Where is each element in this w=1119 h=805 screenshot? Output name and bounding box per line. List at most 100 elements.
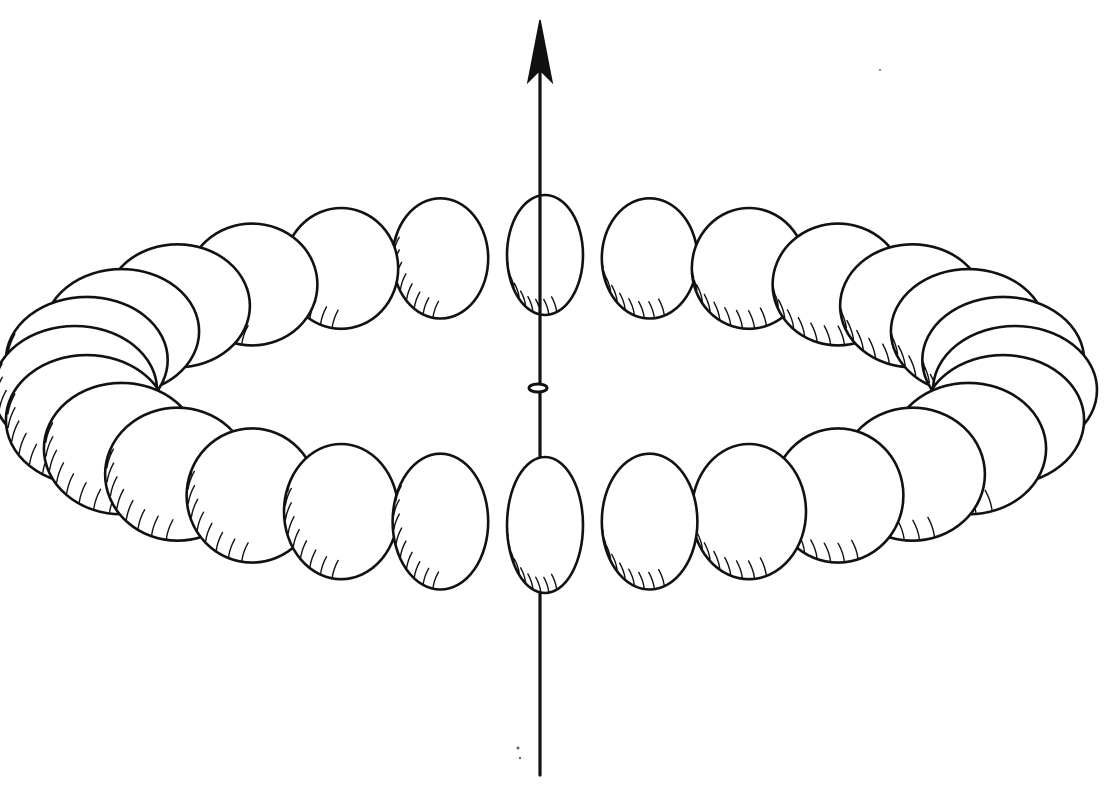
hatch-stroke <box>735 309 743 328</box>
hatch-stroke <box>287 516 295 534</box>
hatch-stroke <box>395 485 402 502</box>
hatch-stroke <box>601 251 604 269</box>
paper-specks <box>516 69 881 760</box>
hatch-stroke <box>28 443 38 465</box>
hatch-stroke <box>519 290 527 306</box>
hatch-stroke <box>543 298 550 315</box>
hatch-stroke <box>837 542 845 562</box>
hatch-stroke <box>227 538 236 558</box>
hatch-stroke <box>432 300 440 318</box>
hatch-stroke <box>638 300 645 318</box>
hatch-stroke <box>287 473 295 492</box>
hatch-stroke <box>786 309 795 329</box>
hatch-stroke <box>165 519 174 540</box>
hatch-stroke <box>691 260 695 279</box>
hatching <box>601 251 665 318</box>
hatch-stroke <box>106 448 115 469</box>
speck <box>516 746 520 750</box>
hatch-stroke <box>543 576 550 592</box>
hatch-stroke <box>837 325 845 345</box>
hatching <box>284 473 339 578</box>
hatch-stroke <box>331 559 339 578</box>
hatch-stroke <box>912 519 921 540</box>
ring-blob <box>600 452 699 591</box>
hatching <box>507 520 558 592</box>
hatch-stroke <box>399 273 407 290</box>
hatch-stroke <box>747 560 756 579</box>
hatch-stroke <box>78 482 87 503</box>
hatch-stroke <box>810 322 818 342</box>
hatch-stroke <box>300 540 308 559</box>
hatching <box>187 456 249 562</box>
blob-outline <box>391 196 490 320</box>
hatch-stroke <box>18 432 27 454</box>
hatch-stroke <box>604 275 612 292</box>
hatch-stroke <box>507 534 511 550</box>
blob-outline <box>690 442 808 581</box>
blob-outline <box>391 452 490 591</box>
ring-blob <box>391 196 490 320</box>
hatch-stroke <box>7 393 16 415</box>
hatch-stroke <box>513 282 520 299</box>
hatch-stroke <box>747 310 756 328</box>
hatch-stroke <box>628 298 635 315</box>
hatch-stroke <box>648 571 655 589</box>
hatch-stroke <box>395 527 403 545</box>
blob-outline <box>600 452 699 591</box>
hatch-stroke <box>432 571 440 588</box>
hatch-stroke <box>413 291 421 309</box>
hatch-stroke <box>106 462 115 483</box>
hatch-stroke <box>882 343 890 364</box>
hatch-stroke <box>550 296 558 312</box>
hatch-stroke <box>187 484 196 504</box>
speck <box>879 69 881 71</box>
ring-blob <box>600 196 699 320</box>
hatch-stroke <box>331 309 339 328</box>
hatch-stroke <box>7 407 16 429</box>
hatch-stroke <box>406 283 413 300</box>
hatch-stroke <box>11 420 20 442</box>
hatch-stroke <box>703 293 711 312</box>
hatch-stroke <box>393 499 400 516</box>
hatch-stroke <box>0 363 3 385</box>
blob-outline <box>282 442 400 581</box>
hatch-stroke <box>735 560 743 579</box>
hatch-stroke <box>703 542 711 561</box>
hatching <box>601 516 665 589</box>
hatch-stroke <box>190 498 199 518</box>
hatch-stroke <box>196 511 205 531</box>
hatch-stroke <box>772 287 779 307</box>
hatch-stroke <box>241 325 249 345</box>
hatching <box>691 260 767 328</box>
hatch-stroke <box>0 376 3 399</box>
hatch-stroke <box>658 298 665 316</box>
hatch-stroke <box>56 462 65 483</box>
hatch-stroke <box>137 509 146 530</box>
hatch-stroke <box>527 573 534 589</box>
hatch-stroke <box>648 301 655 318</box>
hatch-stroke <box>0 389 7 412</box>
arrow-head-icon <box>526 19 554 85</box>
hatch-stroke <box>611 284 618 302</box>
hatch-stroke <box>777 299 786 319</box>
hatch-stroke <box>619 292 626 310</box>
hatch-stroke <box>527 295 534 312</box>
hatch-stroke <box>724 307 732 325</box>
hatch-stroke <box>187 470 195 490</box>
hatch-stroke <box>109 476 118 497</box>
ring-blob <box>505 455 585 595</box>
hatch-stroke <box>45 422 54 443</box>
hatch-stroke <box>320 556 328 574</box>
hatch-stroke <box>890 333 899 355</box>
hatch-stroke <box>984 489 993 511</box>
hatch-stroke <box>846 319 855 340</box>
ring-blob <box>690 442 808 581</box>
hatch-stroke <box>508 547 515 563</box>
ring-blob <box>391 452 490 591</box>
hatch-stroke <box>151 515 159 536</box>
hatch-stroke <box>550 573 558 590</box>
hatch-stroke <box>897 345 906 366</box>
hatch-stroke <box>66 473 75 494</box>
hatch-stroke <box>810 539 818 559</box>
